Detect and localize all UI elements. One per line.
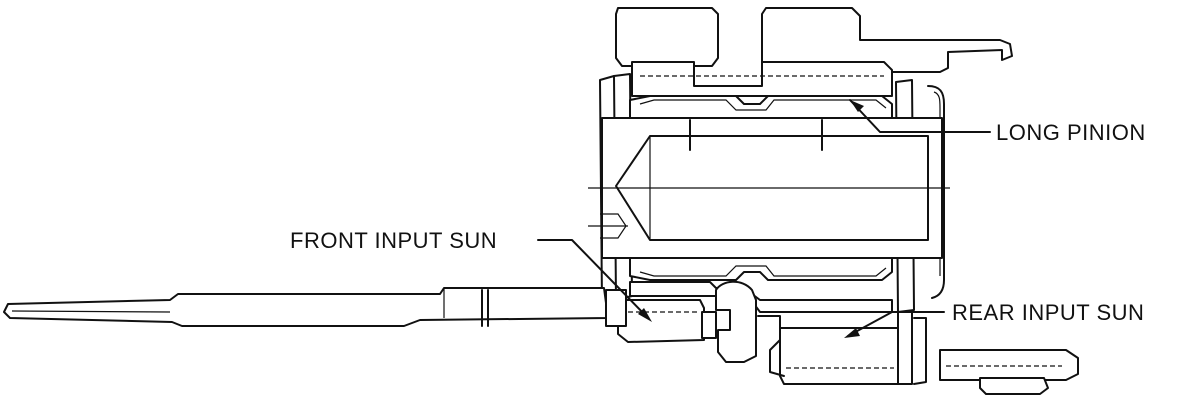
long-pinion-label: LONG PINION [996,120,1146,145]
rear-input-sun-leader [847,311,945,337]
carrier-lower-ring [629,281,893,313]
right-carrier-lower [897,311,913,385]
input-shaft-detail-1 [11,310,171,313]
long-pinion-upper-teeth [629,95,893,119]
front-sun-bushing [605,289,627,327]
output-shaft [939,349,1079,381]
ring-gear-top [631,61,893,97]
rear-input-sun-arrow [844,328,860,338]
front-input-sun-gear [617,299,705,343]
housing-left-block [615,7,719,67]
front-input-sun-arrow [638,308,652,322]
central-hub [715,280,757,363]
carrier-right-clip [927,85,945,299]
rear-input-sun-gear [779,327,899,385]
right-clip-lower [913,317,927,385]
front-sun-washer [701,311,717,339]
long-pinion-arrow [850,100,864,112]
front-input-sun-label: FRONT INPUT SUN [290,228,497,253]
long-pinion-lower-teeth-inner [639,265,887,277]
long-pinion-leader [849,99,991,133]
front-input-sun-leader [537,239,649,319]
long-pinion-lower-teeth [629,257,893,281]
rear-sun-hub [757,315,785,377]
rear-input-sun-label: REAR INPUT SUN [952,300,1144,325]
input-shaft [3,287,609,327]
output-shaft-collar [979,377,1049,395]
long-pinion-upper-teeth-inner [639,99,887,111]
carrier-right-clip-inner [933,91,941,276]
